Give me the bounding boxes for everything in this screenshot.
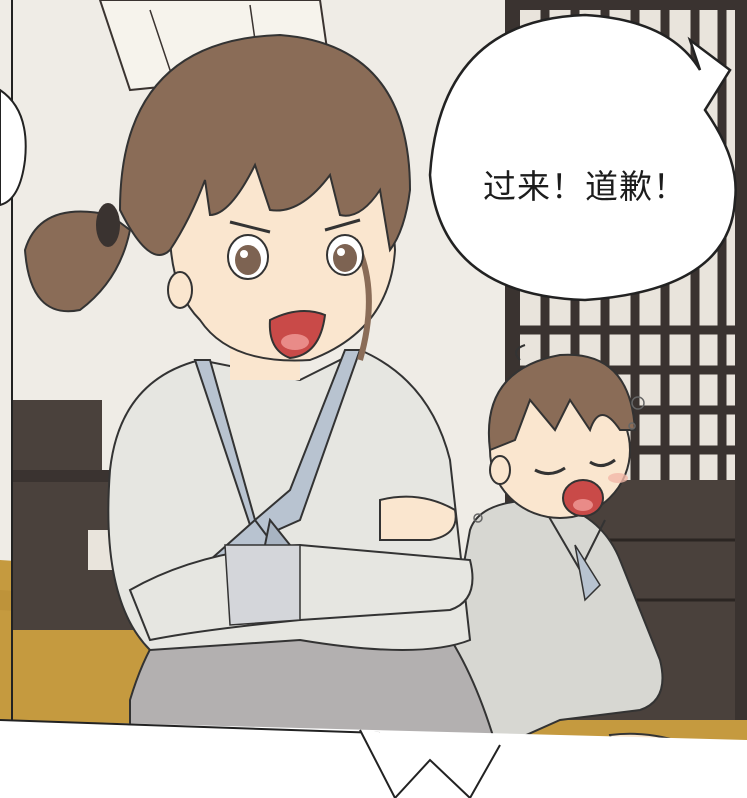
partial-speech-bubble [0,88,27,207]
speech-bubble-text: 过来！道歉！ [483,167,687,206]
jagged-burst-edge [359,729,501,798]
panel-gutter [0,720,747,798]
girl-character [23,33,502,761]
speech-bubble [428,13,737,302]
